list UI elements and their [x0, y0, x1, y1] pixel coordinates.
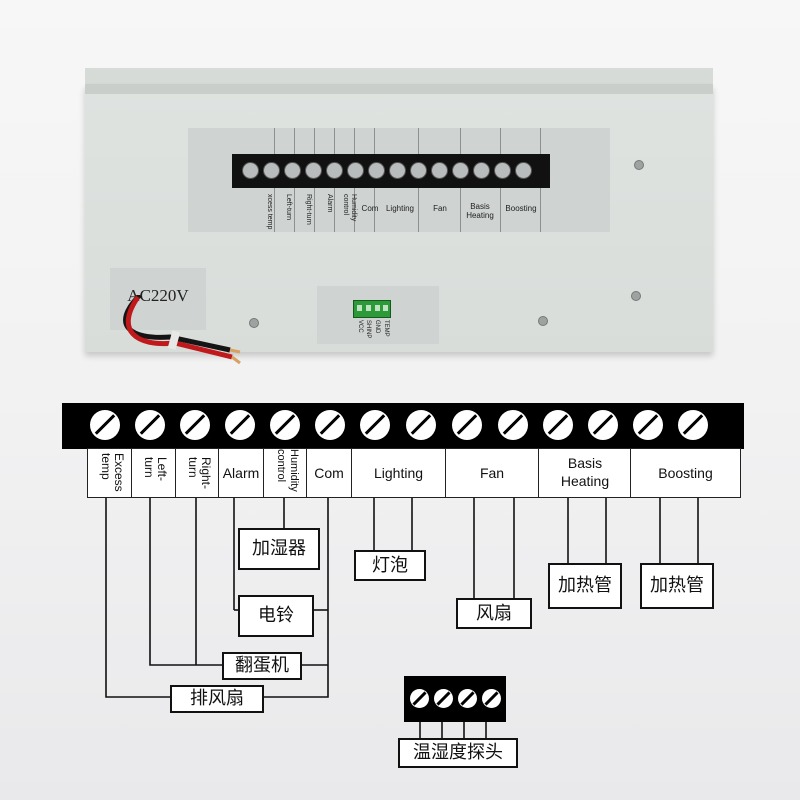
- cell-alarm: Alarm: [219, 449, 264, 497]
- photo-label-excess-temp: xcess temp: [266, 194, 273, 230]
- label-fan: Fan: [479, 465, 505, 481]
- terminal-screw: [270, 410, 300, 440]
- terminal-screw: [452, 410, 482, 440]
- terminal-screw: [588, 410, 618, 440]
- sensor-pin-shinp: SHINP: [365, 320, 371, 339]
- photo-screw: [368, 162, 385, 179]
- label-com: Com: [314, 465, 344, 481]
- label-boosting: Boosting: [658, 465, 713, 481]
- device-heater-basis: 加热管: [548, 563, 622, 609]
- cell-fan: Fan: [446, 449, 539, 497]
- device-fan: 风扇: [456, 598, 532, 629]
- terminal-strip: [62, 403, 744, 449]
- cell-basis-heating: Basis Heating: [539, 449, 631, 497]
- label-excess-temp: Excess temp: [99, 453, 126, 492]
- label-alarm: Alarm: [222, 465, 260, 481]
- terminal-screw: [678, 410, 708, 440]
- photo-screw: [473, 162, 490, 179]
- terminal-screw: [543, 410, 573, 440]
- terminal-screw: [406, 410, 436, 440]
- photo-screw: [284, 162, 301, 179]
- cell-lighting: Lighting: [352, 449, 446, 497]
- label-humidity-control: Humidity control: [275, 449, 300, 492]
- photo-label-boosting: Boosting: [505, 204, 537, 213]
- probe-screw: [482, 689, 501, 708]
- photo-screw: [515, 162, 532, 179]
- photo-screw: [242, 162, 259, 179]
- photo-screw: [305, 162, 322, 179]
- sensor-pin-vcc: VCC: [357, 320, 363, 333]
- device-exhaust-fan: 排风扇: [170, 685, 264, 713]
- photo-label-com: Com: [361, 204, 379, 213]
- terminal-screw: [315, 410, 345, 440]
- device-humidifier: 加湿器: [238, 528, 320, 570]
- photo-screw: [263, 162, 280, 179]
- photo-screw: [326, 162, 343, 179]
- cell-humidity-control: Humidity control: [264, 449, 307, 497]
- controller-box-lip: [85, 84, 713, 94]
- terminal-screw: [180, 410, 210, 440]
- photo-label-alarm: Alarm: [326, 194, 333, 213]
- photo-screw: [494, 162, 511, 179]
- mounting-bolt: [631, 291, 641, 301]
- mounting-bolt: [538, 316, 548, 326]
- cell-excess-temp: Excess temp: [88, 449, 132, 497]
- photo-screw: [431, 162, 448, 179]
- terminal-screw: [498, 410, 528, 440]
- probe-screw: [410, 689, 429, 708]
- photo-label-right-turn: Right-turn: [305, 194, 312, 225]
- photo-screw: [452, 162, 469, 179]
- photo-label-basis-heating: Basis Heating: [466, 202, 494, 220]
- device-egg-turner: 翻蛋机: [222, 652, 302, 680]
- photo-label-lighting: Lighting: [385, 204, 415, 213]
- probe-screw: [458, 689, 477, 708]
- cell-right-turn: Right-turn: [176, 449, 219, 497]
- cell-boosting: Boosting: [631, 449, 740, 497]
- power-cable: [123, 295, 241, 365]
- device-temp-humidity-probe: 温湿度探头: [398, 738, 518, 768]
- sensor-pin-temp: TEMP: [383, 320, 389, 337]
- ac-power-text: AC220V: [127, 286, 189, 305]
- photo-label-fan: Fan: [433, 204, 447, 213]
- mounting-bolt: [249, 318, 259, 328]
- sensor-probe-connector: [404, 676, 506, 722]
- cell-left-turn: Left-turn: [132, 449, 176, 497]
- label-left-turn: Left-turn: [142, 457, 169, 482]
- photo-terminal-strip: [232, 154, 550, 188]
- photo-screw: [410, 162, 427, 179]
- terminal-screw: [90, 410, 120, 440]
- probe-screw: [434, 689, 453, 708]
- sensor-pin-gnd: GND: [374, 320, 380, 334]
- terminal-screw: [360, 410, 390, 440]
- device-heater-boost: 加热管: [640, 563, 714, 609]
- cell-com: Com: [307, 449, 352, 497]
- terminal-screw: [225, 410, 255, 440]
- sensor-connector: [353, 300, 391, 318]
- device-bell: 电铃: [238, 595, 314, 637]
- photo-screw: [389, 162, 406, 179]
- device-bulb: 灯泡: [354, 550, 426, 581]
- photo-screw: [347, 162, 364, 179]
- terminal-screw: [633, 410, 663, 440]
- label-lighting: Lighting: [373, 465, 424, 481]
- mounting-bolt: [634, 160, 644, 170]
- photo-label-left-turn: Left-turn: [285, 194, 292, 221]
- terminal-label-row: Excess temp Left-turn Right-turn Alarm H…: [87, 448, 741, 498]
- terminal-screw: [135, 410, 165, 440]
- photo-label-humidity: Humidity control: [342, 194, 357, 222]
- label-basis-heating: Basis Heating: [560, 455, 610, 489]
- label-right-turn: Right-turn: [186, 457, 213, 490]
